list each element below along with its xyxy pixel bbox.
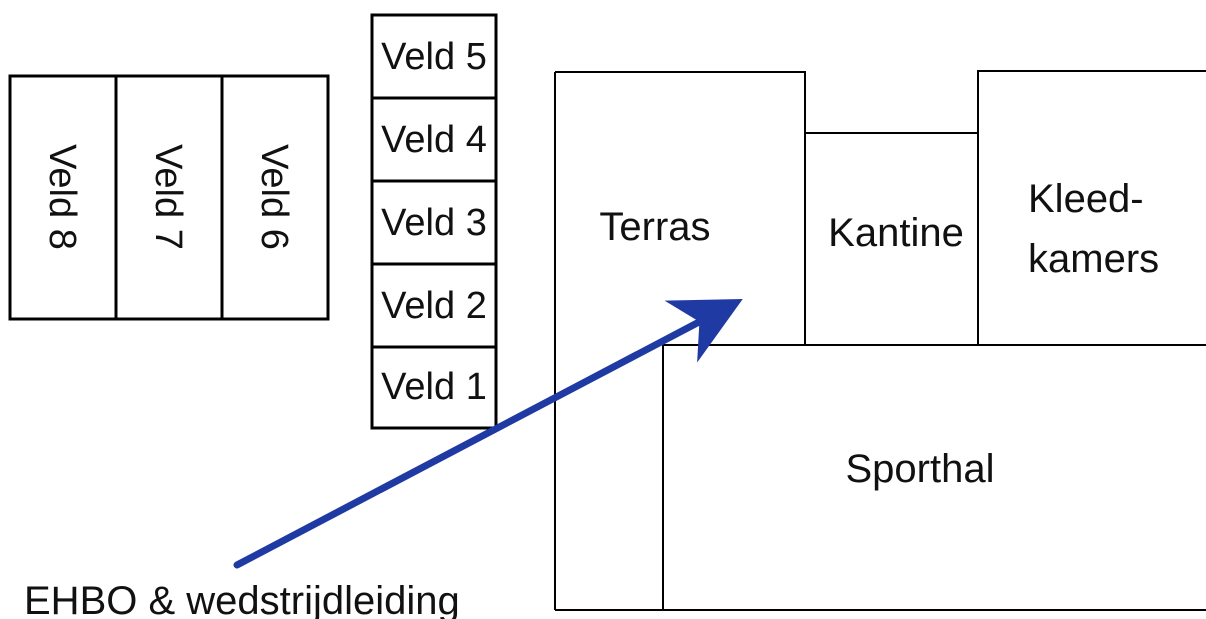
field-veld-1-label: Veld 1 (381, 366, 487, 408)
field-veld-6-label: Veld 6 (253, 144, 295, 250)
ehbo-label: EHBO & wedstrijdleiding (24, 579, 460, 619)
building-complex: Terras Kantine Kleed- kamers Sporthal (554, 70, 1206, 611)
ehbo-pointer-arrow (233, 298, 743, 569)
field-veld-8-label: Veld 8 (41, 144, 83, 250)
field-veld-6 (220, 74, 330, 321)
field-veld-8 (8, 74, 118, 321)
kantine-label: Kantine (828, 211, 964, 255)
field-veld-4-label: Veld 4 (381, 119, 487, 161)
kleedkamers-label-line2: kamers (1028, 237, 1159, 281)
field-veld-5-label: Veld 5 (381, 36, 487, 78)
field-veld-3 (370, 179, 498, 266)
field-veld-2-label: Veld 2 (381, 285, 487, 327)
sporthal-label: Sporthal (846, 447, 995, 491)
field-veld-7-label: Veld 7 (147, 144, 189, 250)
kleedkamers-outline (977, 70, 1206, 345)
field-group-rotated: Veld 8 Veld 7 Veld 6 (8, 74, 330, 321)
field-veld-1 (370, 345, 498, 430)
field-group-vertical: Veld 5 Veld 4 Veld 3 Veld 2 Veld 1 (370, 13, 498, 430)
terras-label: Terras (599, 205, 710, 249)
field-veld-3-label: Veld 3 (381, 202, 487, 244)
terras-outline (555, 71, 806, 345)
kleedkamers-label-line1: Kleed- (1028, 177, 1144, 221)
field-veld-5 (370, 13, 498, 100)
field-veld-7 (114, 74, 224, 321)
